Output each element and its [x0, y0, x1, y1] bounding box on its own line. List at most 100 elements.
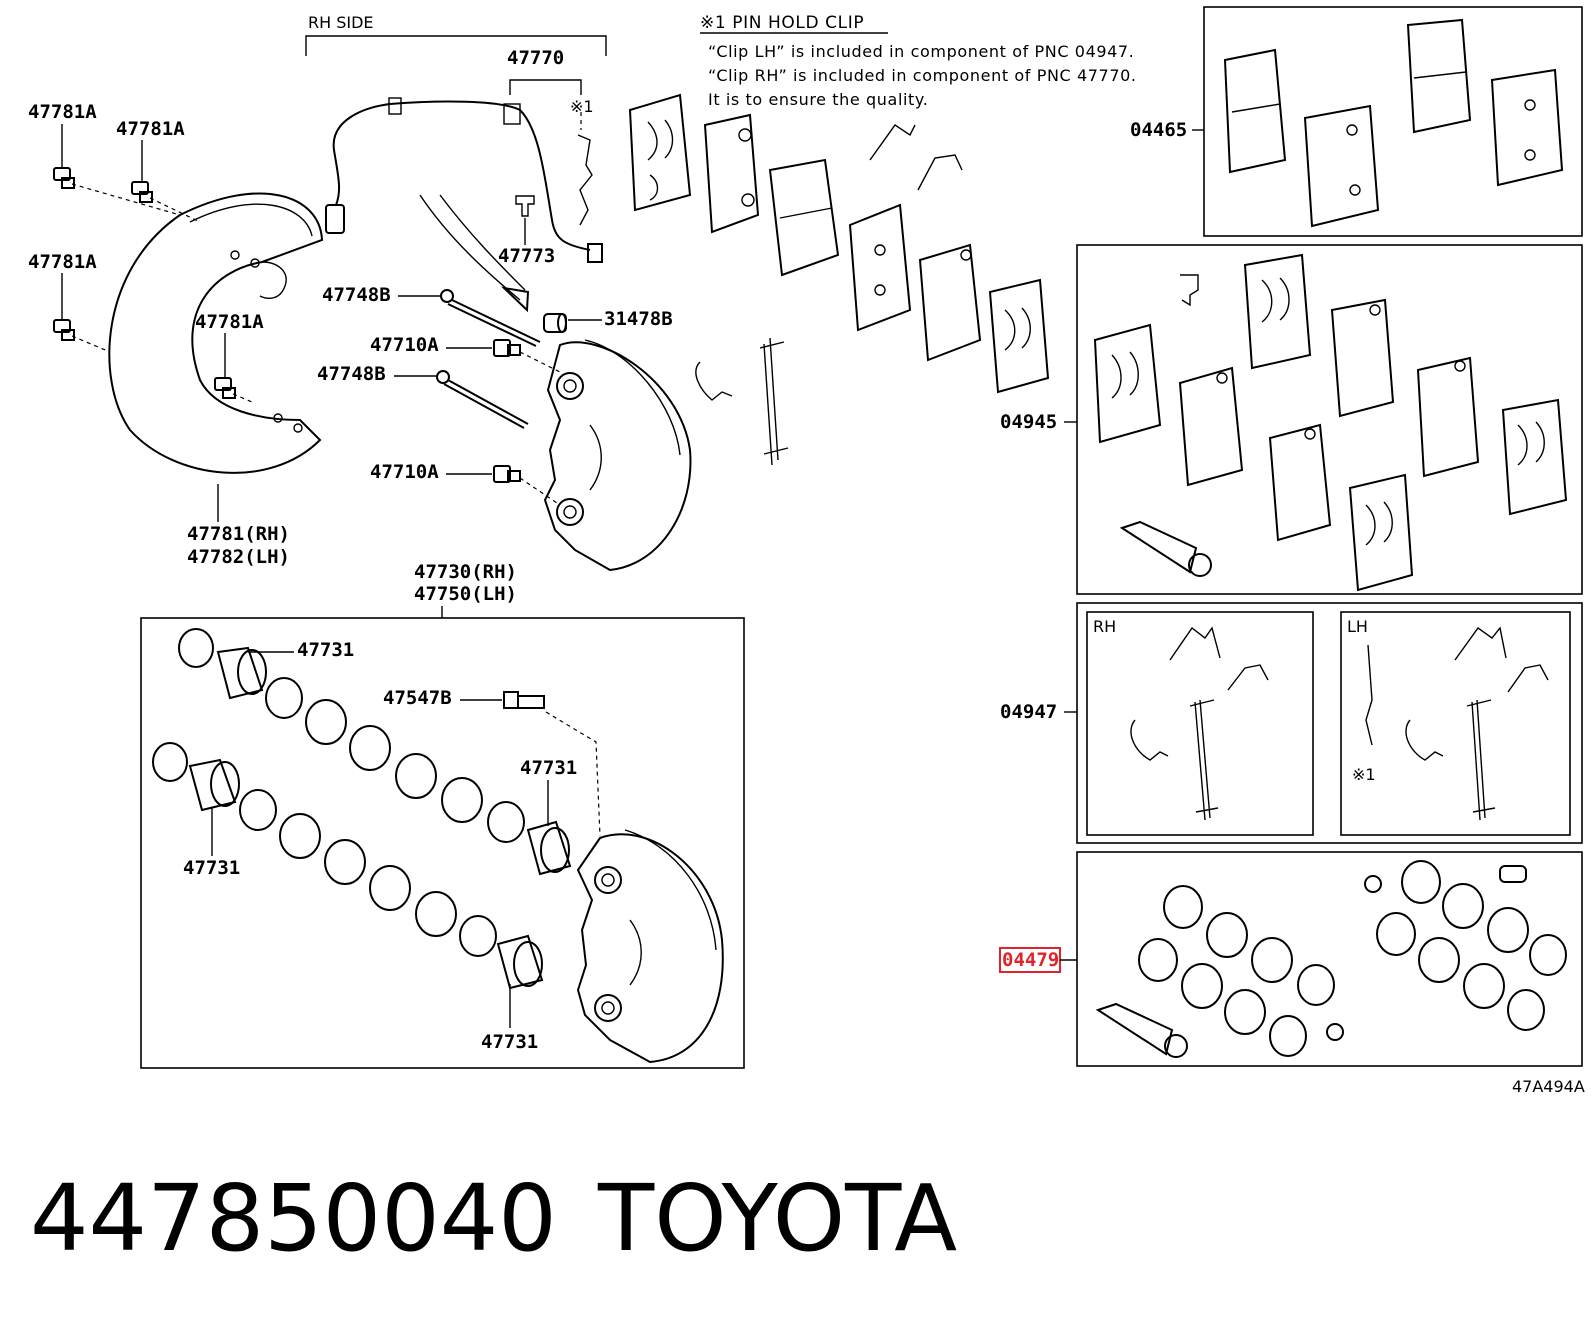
pad-04945-8 [1501, 398, 1568, 516]
anti-squeal-clip-1 [869, 124, 916, 161]
callout-47773[interactable]: 47773 [498, 245, 555, 267]
callout-47710A-2[interactable]: 47710A [370, 461, 439, 483]
callout-mark-1: ※1 [570, 97, 594, 116]
bolt-4-dash [232, 393, 253, 403]
callout-04479[interactable]: 04479 [1002, 949, 1059, 971]
pad-04945-3 [1243, 253, 1312, 370]
callout-47781A-4[interactable]: 47781A [195, 311, 264, 333]
callout-47750-lh[interactable]: 47750(LH) [414, 583, 517, 605]
assembly-arrow-head [500, 286, 530, 313]
caliper-body-upper [543, 339, 692, 572]
callout-47731-2[interactable]: 47731 [520, 757, 577, 779]
clip-set-lh [1365, 626, 1549, 821]
callout-47710A-1[interactable]: 47710A [370, 334, 439, 356]
pad-04465-1 [1223, 48, 1287, 174]
dust-cover-hole-4 [293, 423, 303, 433]
pad-upper-2 [703, 113, 760, 234]
callout-47770[interactable]: 47770 [507, 47, 564, 69]
anti-squeal-clip-2 [917, 154, 963, 191]
callout-47781A-2[interactable]: 47781A [116, 118, 185, 140]
bolt-47781A-1 [53, 167, 75, 189]
pad-spring-upper [759, 337, 789, 466]
box-04947-rh [1086, 611, 1314, 836]
box-04947-lh [1340, 611, 1571, 836]
callout-47748B-1[interactable]: 47748B [322, 284, 391, 306]
sensor-wire [332, 103, 391, 206]
dust-cover-hole-2 [250, 258, 260, 268]
pin-hold-clip-rh [577, 134, 593, 226]
bolt-47781A-2 [131, 181, 153, 203]
pin-hold-clip-upper [695, 361, 733, 401]
note-line-2: “Clip RH” is included in component of PN… [708, 66, 1137, 85]
pad-04465-2 [1303, 104, 1380, 228]
sensor-clip [388, 97, 402, 115]
bolt-47781A-3 [53, 319, 75, 341]
callout-31478B[interactable]: 31478B [604, 308, 673, 330]
caliper-bolt-short-1 [493, 339, 521, 357]
box-rh-label: RH [1093, 617, 1116, 636]
callout-47748B-2[interactable]: 47748B [317, 363, 386, 385]
caliper-bolt-long-2 [436, 370, 529, 429]
piston-row-upper [178, 628, 572, 876]
box-04945 [1076, 244, 1583, 595]
dust-cover-hole-1 [230, 250, 240, 260]
callout-47781A-3[interactable]: 47781A [28, 251, 97, 273]
pad-upper-5 [918, 243, 982, 362]
callout-47547B[interactable]: 47547B [383, 687, 452, 709]
caliper-body-lower [576, 829, 724, 1064]
callout-47781-rh[interactable]: 47781(RH) [187, 523, 290, 545]
callout-04465[interactable]: 04465 [1130, 119, 1187, 141]
clip-04945 [1180, 274, 1199, 307]
pin-hold-clip-title: ※1 PIN HOLD CLIP [700, 13, 864, 33]
seal-set-left [1138, 885, 1335, 1057]
bleeder-plug-47547B [503, 691, 545, 709]
box-04947 [1076, 602, 1583, 844]
bleeder-dash [545, 711, 601, 837]
callout-47731-4[interactable]: 47731 [481, 1031, 538, 1053]
box-lh-label: LH [1347, 617, 1368, 636]
part-number: 447850040 [30, 1165, 557, 1272]
pad-upper-4 [848, 203, 912, 332]
sensor-grommet [503, 103, 521, 125]
callout-04945[interactable]: 04945 [1000, 411, 1057, 433]
bolt-1-dash [71, 183, 181, 216]
callout-47731-1[interactable]: 47731 [297, 639, 354, 661]
bolt-3-dash [71, 335, 111, 353]
callout-47781A-1[interactable]: 47781A [28, 101, 97, 123]
seal-set-right [1376, 860, 1567, 1031]
sensor-wire-lower [389, 100, 591, 251]
pad-04945-2 [1178, 366, 1244, 487]
sensor-connector [325, 204, 345, 234]
pad-upper-6 [988, 278, 1050, 394]
dust-cover-hole-3 [273, 413, 283, 423]
rh-side-bracket [305, 35, 607, 56]
callout-47782-lh[interactable]: 47782(LH) [187, 546, 290, 568]
pad-04465-3 [1406, 18, 1472, 134]
callout-47730-rh[interactable]: 47730(RH) [414, 561, 517, 583]
box-04479 [1076, 851, 1583, 1067]
pad-04945-5 [1268, 423, 1332, 542]
pad-upper-1 [628, 93, 692, 212]
sensor-probe [587, 243, 603, 263]
assembly-arrow-inner [439, 194, 526, 291]
pad-04945-7 [1416, 356, 1480, 478]
dust-cover-cutout [259, 261, 287, 299]
diagram-code: 47A494A [1512, 1077, 1585, 1096]
caliper-assembly-box [140, 617, 745, 1069]
caliper-bolt-long-1 [440, 289, 541, 347]
callout-47731-3[interactable]: 47731 [183, 857, 240, 879]
grease-tube-04479 [1095, 1002, 1188, 1058]
pin-hold-clip-lh [1365, 644, 1373, 746]
dust-cover-plate [108, 192, 324, 474]
caliper-bolt-short-2 [493, 465, 521, 483]
note-line-3: It is to ensure the quality. [708, 90, 928, 109]
piston-row-lower [152, 742, 544, 990]
clip-set-rh [1130, 626, 1269, 821]
rh-side-label: RH SIDE [308, 13, 374, 32]
bushing-04479 [1326, 865, 1527, 1041]
dust-cover-rim [189, 203, 313, 237]
brand-name: TOYOTA [597, 1165, 957, 1272]
callout-04947[interactable]: 04947 [1000, 701, 1057, 723]
box-mark-1: ※1 [1352, 765, 1376, 784]
grease-tube-04945 [1119, 520, 1212, 577]
